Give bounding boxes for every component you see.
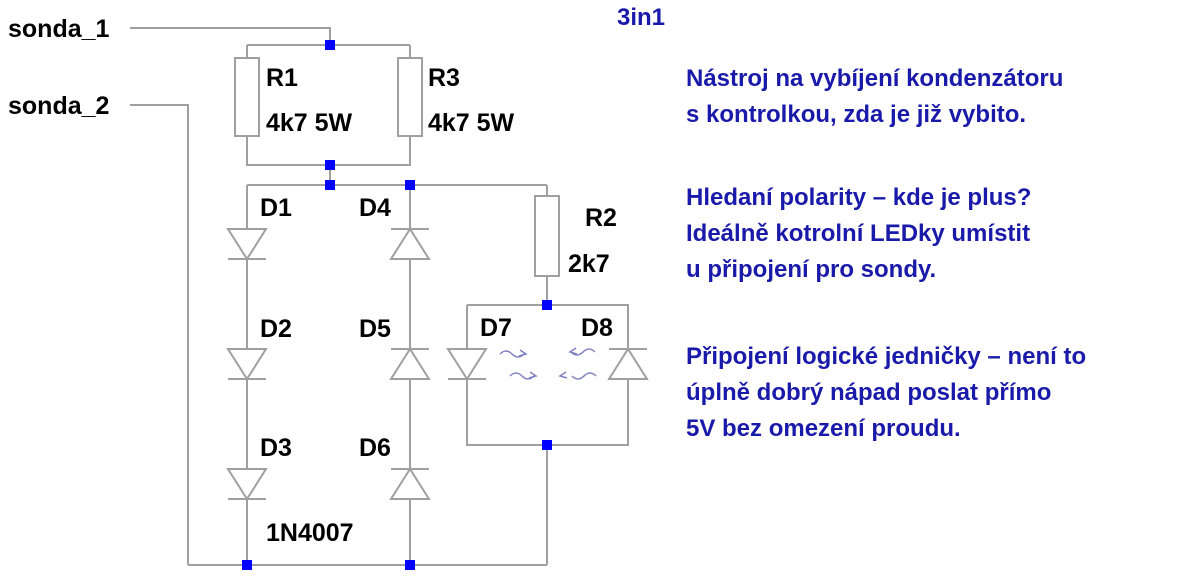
- led-d7-symbol: [446, 348, 538, 381]
- junction: [242, 560, 252, 570]
- notes: Nástroj na vybíjení kondenzátoru s kontr…: [686, 65, 1086, 442]
- led-d8-symbol: [558, 347, 649, 380]
- r3-value: 4k7 5W: [428, 109, 515, 137]
- resistors: [234, 57, 560, 277]
- wire-led-box: [466, 304, 629, 446]
- r1-value: 4k7 5W: [266, 109, 353, 137]
- diodes: [226, 227, 649, 501]
- diode-d2-symbol: [226, 348, 268, 381]
- d3-label: D3: [260, 434, 292, 462]
- probe2-label: sonda_2: [8, 92, 109, 120]
- note-polarity-line1: Hledaní polarity – kde je plus?: [686, 184, 1031, 211]
- diode-model-label: 1N4007: [266, 519, 354, 547]
- junction: [325, 40, 335, 50]
- r2-name: R2: [585, 204, 617, 232]
- diode-d5-symbol: [389, 347, 431, 380]
- resistor-r3: [397, 57, 423, 137]
- labels: sonda_1 sonda_2 3in1 R1 4k7 5W R3 4k7 5W…: [8, 4, 665, 547]
- d6-label: D6: [359, 434, 391, 462]
- r1-name: R1: [266, 64, 298, 92]
- junction: [405, 180, 415, 190]
- note-polarity-line2: Ideálně kotrolní LEDky umístit: [686, 220, 1030, 247]
- r2-value: 2k7: [568, 250, 610, 278]
- diode-d3-symbol: [226, 468, 268, 501]
- d7-label: D7: [480, 314, 512, 342]
- d8-label: D8: [581, 314, 613, 342]
- junction: [405, 560, 415, 570]
- note-logic-line3: 5V bez omezení proudu.: [686, 415, 961, 442]
- d4-label: D4: [359, 194, 391, 222]
- diode-d6-symbol: [389, 467, 431, 500]
- probe1-label: sonda_1: [8, 15, 110, 43]
- note-logic-line2: úplně dobrý nápad poslat přímo: [686, 379, 1051, 406]
- resistor-r2: [534, 195, 560, 277]
- junction: [542, 440, 552, 450]
- note-polarity-line3: u připojení pro sondy.: [686, 256, 936, 283]
- r3-name: R3: [428, 64, 460, 92]
- junctions: [242, 40, 552, 570]
- junction: [325, 160, 335, 170]
- note-discharge-line1: Nástroj na vybíjení kondenzátoru: [686, 65, 1063, 92]
- note-logic-line1: Připojení logické jedničky – není to: [686, 343, 1086, 370]
- junction: [542, 300, 552, 310]
- note-discharge-line2: s kontrolkou, zda je již vybito.: [686, 101, 1026, 128]
- wire-probe1: [130, 27, 331, 45]
- wires: [130, 27, 629, 566]
- d1-label: D1: [260, 194, 292, 222]
- junction: [325, 180, 335, 190]
- diode-d4-symbol: [389, 227, 431, 260]
- resistor-r1: [234, 57, 260, 137]
- d5-label: D5: [359, 315, 391, 343]
- wire-probe2: [130, 104, 189, 565]
- d2-label: D2: [260, 315, 292, 343]
- diode-d1-symbol: [226, 228, 268, 261]
- diagram-title: 3in1: [617, 4, 665, 31]
